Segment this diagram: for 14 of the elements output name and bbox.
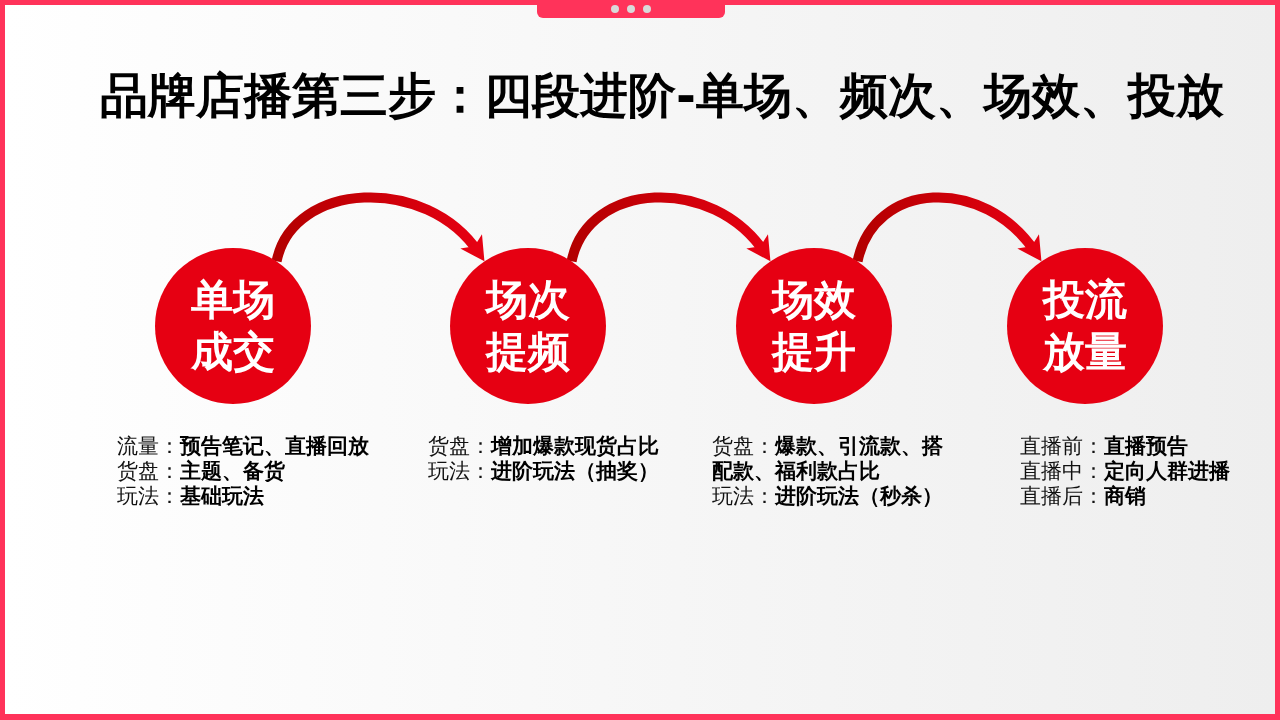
step-detail: 玩法：基础玩法 — [117, 484, 265, 509]
step-detail: 玩法：进阶玩法（秒杀） — [712, 484, 944, 509]
step-detail: 货盘：主题、备货 — [117, 459, 286, 484]
curved-arrow — [852, 192, 1043, 263]
step-detail: 流量：预告笔记、直播回放 — [117, 434, 370, 459]
step-detail: 直播中：定向人群进播 — [1020, 459, 1231, 484]
step-detail: 玩法：进阶玩法（抽奖） — [428, 459, 660, 484]
step-detail: 直播前：直播预告 — [1020, 434, 1189, 459]
step-detail: 货盘：爆款、引流款、搭配款、福利款占比 — [712, 434, 944, 484]
step-detail: 货盘：增加爆款现货占比 — [428, 434, 660, 459]
curved-arrow — [566, 192, 772, 263]
step-detail: 直播后：商销 — [1020, 484, 1147, 509]
curved-arrow — [271, 192, 486, 263]
slide-title: 品牌店播第三步：四段进阶-单场、频次、场效、投放 — [100, 66, 1224, 125]
